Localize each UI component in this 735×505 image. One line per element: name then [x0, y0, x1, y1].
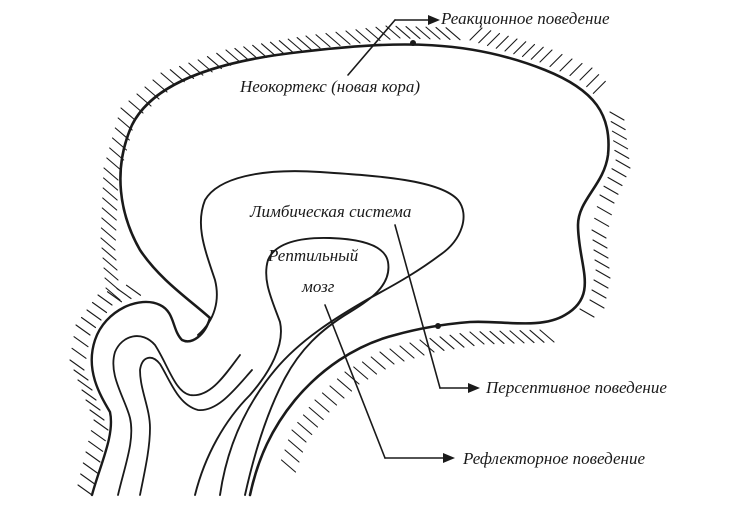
- reptilian-label-line1: Рептильный: [268, 247, 358, 264]
- brainstem-fold-inner-2: [140, 358, 252, 495]
- perceptive-behavior-label: Персептивное поведение: [486, 379, 667, 396]
- reptilian-label-line2: мозг: [302, 278, 334, 295]
- reflex-behavior-label: Рефлекторное поведение: [463, 450, 645, 467]
- limbic-label: Лимбическая система: [250, 203, 411, 220]
- brainstem-fold-inner: [113, 336, 240, 495]
- neocortex-label: Неокортекс (новая кора): [240, 78, 420, 95]
- neocortex-outline: [120, 45, 608, 495]
- arrowheads: [428, 15, 480, 463]
- reactive-behavior-label: Реакционное поведение: [441, 10, 610, 27]
- brainstem-outer-left: [92, 302, 210, 495]
